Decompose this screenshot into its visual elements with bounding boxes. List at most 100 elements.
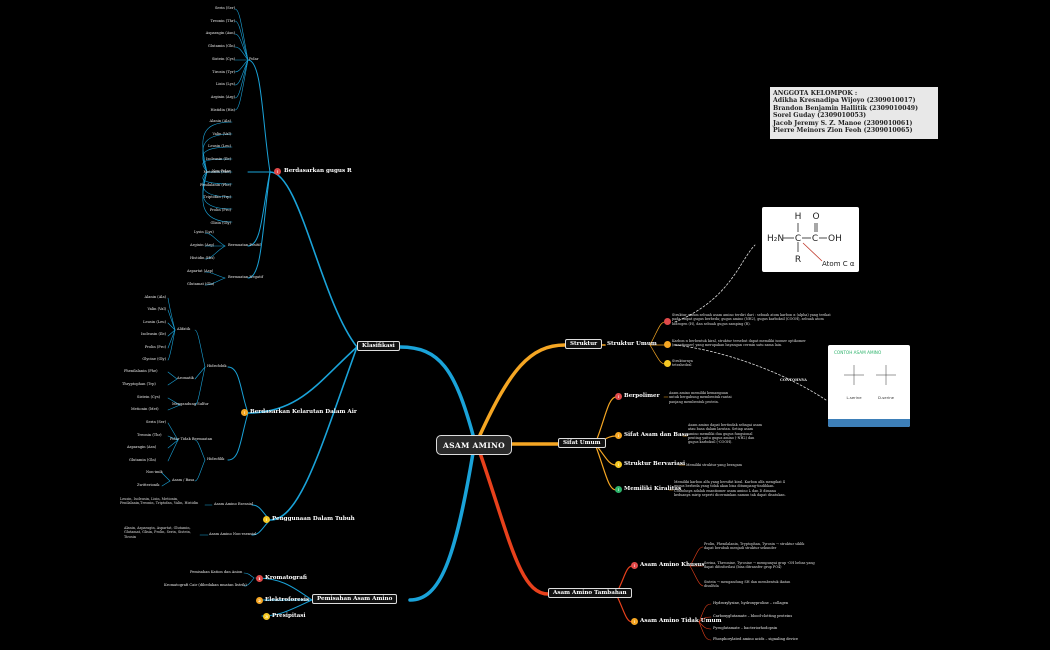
khusus-node[interactable]: Asam Amino Khusus	[640, 562, 705, 568]
members-title: ANGGOTA KELOMPOK :	[773, 90, 858, 97]
sifat-item-node[interactable]: Berpolimer	[624, 393, 660, 399]
point-dot-icon: !	[631, 618, 638, 625]
alifatik-node[interactable]: Alifatik	[177, 327, 191, 331]
polar-tidak-bermuatan-node[interactable]: Polar Tidak Bermuatan	[170, 437, 213, 441]
khusus-item: Serina, Threonine, Tyrosine → mempunyai …	[704, 561, 815, 570]
point-dot-icon: !	[631, 562, 638, 569]
contoh-title: CONTOH ASAM AMINO	[834, 350, 882, 355]
point-dot-icon	[664, 341, 671, 348]
list-item: Sistein (Cys)	[137, 395, 161, 399]
sifat-item-node[interactable]: Memiliki Kiralitas	[624, 486, 682, 492]
number-badge-icon: 1	[256, 575, 263, 582]
molecule-drawing: H O H₂N C C OH R Atom C α	[767, 212, 855, 268]
klasifikasi-node[interactable]: Klasifikasi	[357, 341, 400, 351]
sifat-desc: Memiliki struktur yang beragam	[686, 463, 742, 467]
member-name: Jacob Jeremy S. Z. Manoe (2309010061)	[773, 119, 913, 127]
list-item: Valin (Val)	[147, 307, 166, 312]
point-dot-icon	[664, 360, 671, 367]
svg-text:R: R	[795, 255, 801, 265]
esensial-list: Leusin, Isoleusin, Lisin, Metionin, Feni…	[120, 497, 199, 506]
list-item: Sistein (Cys)	[211, 56, 235, 61]
enantiomer-drawing: L-serine D-serine	[844, 365, 896, 400]
member-name: Pierre Meinors Zion Feoh (2309010065)	[773, 127, 913, 135]
sulfur-node[interactable]: Mengandung Sulfur	[172, 402, 209, 406]
tambahan-node[interactable]: Asam Amino Tambahan	[548, 588, 632, 598]
svg-text:H: H	[795, 212, 802, 222]
tidak-umum-item: Hydroxylysine, hydroxyproline – collagen	[713, 601, 789, 605]
list-item: Histidin (His)	[190, 256, 215, 260]
contoh-asam-amino-image: CONTOH ASAM AMINO L-serine D-serine	[828, 345, 910, 427]
struktur-node[interactable]: Struktur	[565, 339, 603, 349]
member-name: Sorel Guday (2309010053)	[773, 112, 867, 120]
list-item: Pemisahan Kation dan Anion	[190, 570, 243, 574]
list-item: Prolin (Pro)	[144, 344, 166, 349]
point-dot-icon: !	[615, 393, 622, 400]
hidrofilik-node[interactable]: Hidrofilik	[207, 457, 225, 461]
list-item: Metionin (Met)	[131, 407, 159, 411]
list-item: Treonin (Thr)	[210, 18, 235, 23]
positif-node[interactable]: Bermuatan Positif	[228, 243, 261, 247]
sifat-desc: Memiliki karbon alfa yang bersifat kiral…	[674, 480, 786, 497]
sifat-umum-node[interactable]: Sifat Umum	[558, 438, 606, 448]
svg-text:D-serine: D-serine	[878, 395, 895, 400]
list-item: Zwitterionik	[137, 483, 160, 487]
svg-text:H₂N: H₂N	[767, 234, 784, 244]
list-item: Glutamin (Gln)	[207, 44, 235, 49]
nonesensial-node[interactable]: Asam Amino Non-esensial	[209, 532, 257, 536]
kelarutan-node[interactable]: Berdasarkan Kelarutan Dalam Air	[250, 409, 357, 415]
point-dot-icon	[664, 318, 671, 325]
sifat-item-node[interactable]: Sifat Asam dan Basa	[624, 432, 689, 438]
polar-node[interactable]: Polar	[249, 57, 259, 61]
list-item: Valin (Val)	[212, 131, 231, 136]
kromatografi-node[interactable]: Kromatografi	[265, 575, 307, 581]
root-node[interactable]: ASAM AMINO	[436, 435, 512, 455]
negatif-node[interactable]: Bermuatan Negatif	[228, 275, 264, 279]
svg-text:C: C	[812, 234, 818, 244]
khusus-item: Sistein → mengandung SH dan membentuk ik…	[704, 580, 791, 589]
nonpolar-node[interactable]: Non-Polar	[212, 169, 231, 173]
svg-text:L-serine: L-serine	[846, 395, 862, 400]
gugus-r-node[interactable]: Berdasarkan gugus R	[284, 168, 352, 174]
penggunaan-node[interactable]: Penggunaan Dalam Tubuh	[272, 516, 355, 522]
nonesensial-list: Alanin, Asparagin, Aspartat, Glutamin, G…	[124, 526, 191, 539]
list-item: Non-imik	[146, 470, 163, 474]
list-item: Isoleusin (Ile)	[206, 157, 231, 162]
number-badge-icon: 2	[256, 597, 263, 604]
list-item: Serin (Ser)	[146, 420, 167, 424]
member-name: Adikha Kresnadipa Wijoyo (2309010017)	[773, 97, 916, 105]
struktur-umum-node[interactable]: Struktur Umum	[607, 341, 657, 347]
struktur-point: Struktur umum sebuah asam amino terdiri …	[672, 313, 831, 326]
struktur-point: Strukturnya tetrahedral	[672, 359, 693, 368]
struktur-point: Karbon α berbentuk kiral, struktur terse…	[672, 339, 806, 348]
list-item: Alanin (Ala)	[144, 295, 167, 299]
presipitasi-node[interactable]: Presipitasi	[272, 613, 306, 619]
svg-text:C: C	[795, 234, 801, 244]
members-box: ANGGOTA KELOMPOK : Adikha Kresnadipa Wij…	[770, 87, 938, 139]
sifat-item-node[interactable]: Struktur Bervariasi	[624, 461, 686, 467]
pemisahan-node[interactable]: Pemisahan Asam Amino	[312, 594, 398, 604]
esensial-node[interactable]: Asam Amino Esensial	[214, 502, 254, 506]
hidrofobik-node[interactable]: Hidrofobik	[207, 364, 227, 368]
kelarutan-dot-icon: !	[241, 409, 248, 416]
list-item: Glisin (Gly)	[210, 220, 231, 225]
polar-dot-icon: !	[274, 168, 281, 175]
point-dot-icon: !	[615, 432, 622, 439]
member-name: Brandon Benjamin Hallitik (2309010049)	[773, 104, 919, 112]
list-item: Glutamat (Glu)	[187, 282, 215, 286]
tidak-umum-node[interactable]: Asam Amino Tidak Umum	[640, 618, 722, 624]
khusus-item: Prolin, Phenilalanin, Tryptophan, Tyrosi…	[704, 542, 805, 551]
list-item: Kromatografi Cair (dibedakan muatan list…	[164, 583, 247, 587]
list-item: Treonin (Thr)	[137, 433, 162, 437]
svg-text:OH: OH	[828, 234, 842, 244]
card-footer-bar	[828, 419, 910, 427]
list-item: Histidin (His)	[210, 107, 235, 112]
list-item: Triptofan (Trp)	[203, 195, 231, 200]
list-item: Serin (Ser)	[214, 6, 235, 10]
aromatik-node[interactable]: Aromatik	[177, 376, 194, 380]
list-item: Fenilalanin (Phe)	[199, 182, 231, 187]
asam-basa-node[interactable]: Asam / Basa	[172, 478, 195, 482]
tidak-umum-item: Carboxyglutamate – blood-clotting protei…	[713, 614, 793, 618]
list-item: Leusin (Leu)	[208, 144, 231, 149]
elektroforesis-node[interactable]: Elektroforesis	[265, 597, 310, 603]
list-item: Arginin (Arg)	[190, 243, 215, 247]
